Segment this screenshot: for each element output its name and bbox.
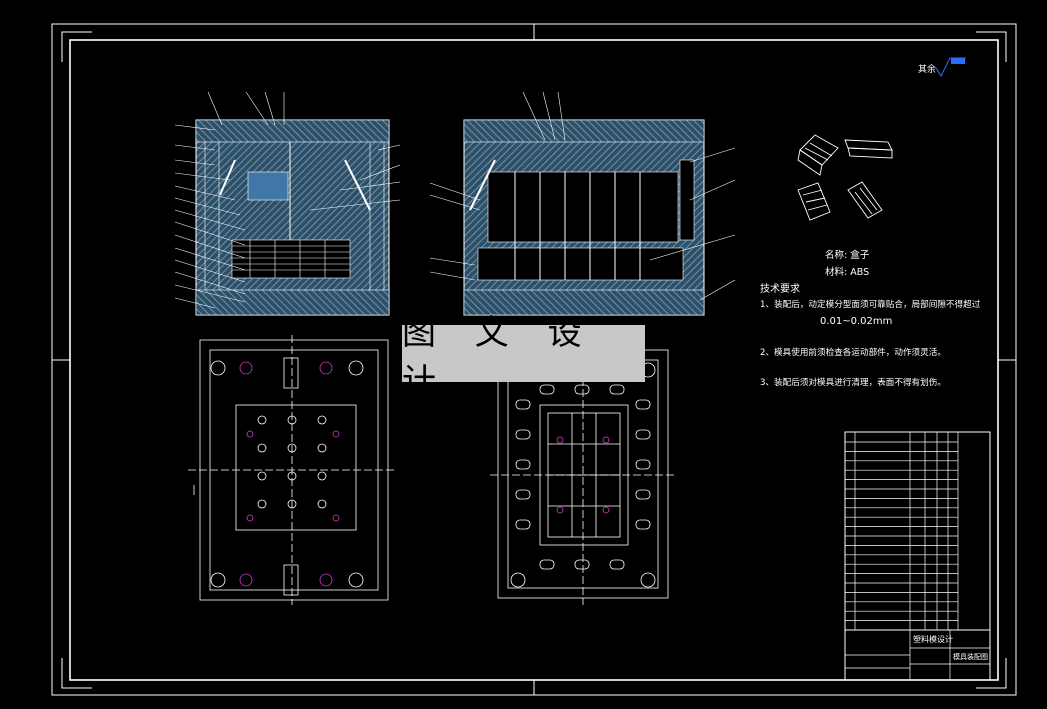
requirement-3: 3、装配后须对模具进行清理，表面不得有划伤。 xyxy=(760,378,946,388)
title-block-title: 塑料模设计 xyxy=(913,635,953,644)
requirements-title: 技术要求 xyxy=(760,284,800,295)
requirement-1: 1、装配后，动定模分型面须可靠贴合，局部间隙不得超过 xyxy=(760,300,981,310)
watermark-overlay: 图 文 设 计 xyxy=(402,313,645,402)
part-name: 名称: 盒子 xyxy=(825,250,870,261)
plan-view-fixed-half xyxy=(188,335,395,605)
requirement-tolerance: 0.01~0.02mm xyxy=(820,316,893,327)
section-view-right xyxy=(429,91,736,316)
title-block xyxy=(844,431,991,681)
requirement-2: 2、模具使用前须检查各运动部件，动作须灵活。 xyxy=(760,348,946,358)
section-view-left xyxy=(174,91,401,316)
part-material: 材料: ABS xyxy=(825,267,870,278)
title-block-drawing-no: 模具装配图 xyxy=(953,653,988,661)
part-isometric-views xyxy=(797,134,893,221)
roughness-symbol xyxy=(935,57,966,78)
drawing-frame xyxy=(51,23,1017,696)
roughness-label: 其余 xyxy=(918,65,937,75)
